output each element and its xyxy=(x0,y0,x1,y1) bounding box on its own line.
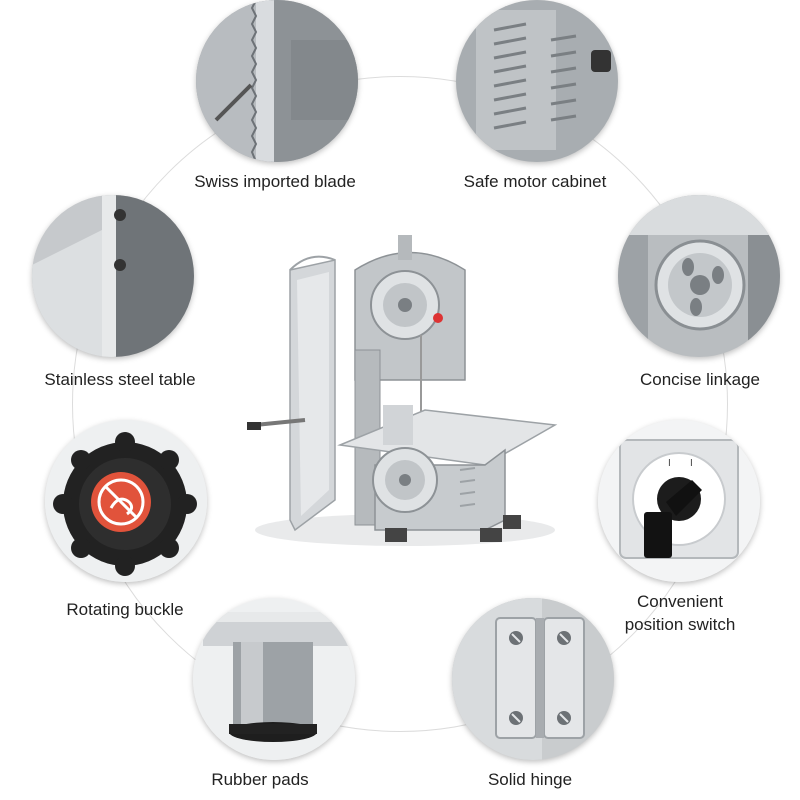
buckle-label: Rotating buckle xyxy=(66,600,184,619)
linkage-label: Concise linkage xyxy=(639,370,760,389)
svg-text:I: I xyxy=(668,458,671,469)
switch-photo: I I xyxy=(598,420,760,582)
blade-photo xyxy=(196,0,358,162)
linkage-photo xyxy=(618,195,780,357)
cabinet-photo xyxy=(456,0,618,162)
buckle-photo xyxy=(45,420,207,582)
pads-label: Rubber pads xyxy=(211,770,309,789)
switch-label: Convenient position switch xyxy=(590,590,770,636)
table-label: Stainless steel table xyxy=(44,370,196,389)
hinge-photo xyxy=(452,598,614,760)
pads-photo xyxy=(193,598,355,760)
decorative-ring xyxy=(72,76,728,732)
table-photo xyxy=(32,195,194,357)
cabinet-label: Safe motor cabinet xyxy=(463,172,607,191)
hinge-label: Solid hinge xyxy=(487,770,573,789)
band-saw-machine-image xyxy=(235,230,565,560)
svg-text:I: I xyxy=(690,458,693,469)
switch-label-line1: Convenient xyxy=(636,592,723,611)
switch-label-line2: position switch xyxy=(624,615,736,634)
blade-label: Swiss imported blade xyxy=(194,172,356,191)
